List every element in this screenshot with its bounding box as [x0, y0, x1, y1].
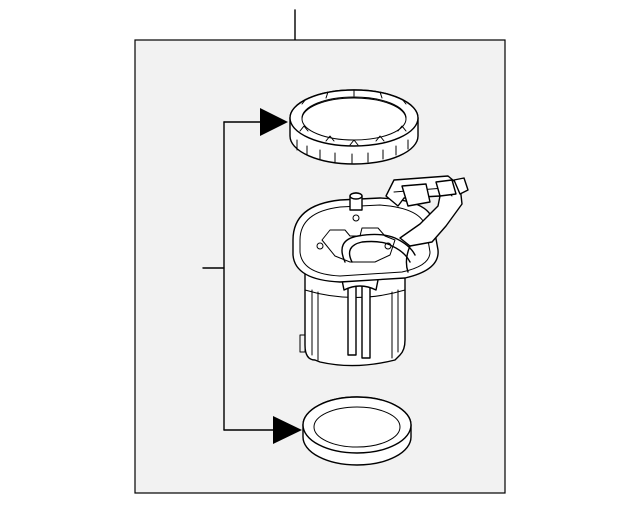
- callout-bracket: [202, 121, 276, 431]
- lock-ring: [289, 89, 419, 165]
- arrow-to-lock-ring: [260, 108, 288, 136]
- arrow-to-seal: [273, 416, 302, 444]
- seal-gasket: [302, 396, 412, 466]
- fuel-pump-module: [292, 175, 469, 367]
